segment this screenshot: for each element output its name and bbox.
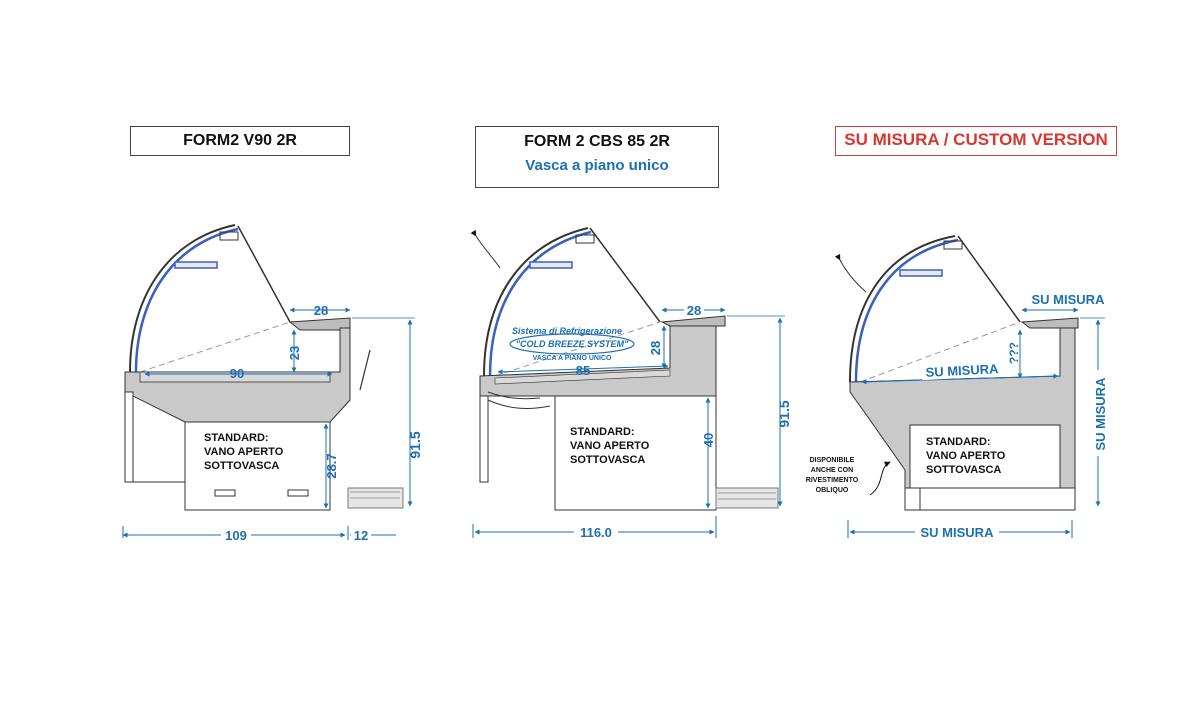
dim-p1-depth: 23 [287, 346, 302, 360]
dim-p3-top: SU MISURA [1032, 292, 1106, 307]
title-box-form2-v90: FORM2 V90 2R [130, 126, 350, 156]
dim-p3-depth: ??? [1007, 342, 1021, 364]
p1-note-line1: STANDARD: [204, 432, 269, 444]
dim-p2-width: 116.0 [580, 525, 612, 540]
p3-side-line2: ANCHE CON [811, 467, 853, 474]
dim-p2-leg: 40 [701, 433, 716, 447]
title-box-form2-cbs85: FORM 2 CBS 85 2R Vasca a piano unico [475, 126, 719, 188]
dim-p3-width: SU MISURA [921, 525, 995, 540]
dim-p3-height: SU MISURA [1093, 377, 1108, 451]
panel-2-cabinet [470, 227, 779, 511]
panel-3-side-note: DISPONIBILE ANCHE CON RIVESTIMENTO OBLIQ… [806, 457, 891, 496]
dim-p1-extra: 12 [354, 528, 368, 543]
panel-2-note: STANDARD: VANO APERTO SOTTOVASCA [570, 426, 650, 466]
p3-side-line3: RIVESTIMENTO [806, 477, 859, 484]
system-line3: VASCA A PIANO UNICO [533, 355, 612, 362]
dim-p2-top: 28 [687, 303, 701, 318]
panel-3-cabinet [834, 235, 1079, 511]
panel-1-glass [129, 224, 236, 373]
panel-2-glass-edge [488, 230, 592, 377]
p1-note-line3: SOTTOVASCA [204, 460, 279, 472]
panel-2-dimensions: 28 85 28 40 91.5 116.0 [472, 302, 792, 540]
title-form2-v90: FORM2 V90 2R [183, 132, 297, 149]
panel-3-note: STANDARD: VANO APERTO SOTTOVASCA [926, 436, 1006, 476]
panel-1-dimensions: 28 90 23 28.7 91.5 109 12 [122, 303, 423, 543]
dim-p1-width: 109 [225, 528, 247, 543]
system-line2: "COLD BREEZE SYSTEM" [516, 339, 629, 349]
title-box-custom: SU MISURA / CUSTOM VERSION [835, 126, 1117, 156]
title-custom: SU MISURA / CUSTOM VERSION [844, 130, 1108, 149]
p3-side-line4: OBLIQUO [816, 487, 849, 494]
p2-note-line2: VANO APERTO [570, 440, 650, 452]
panel-1-glass-edge [134, 227, 239, 373]
dim-p1-top: 28 [314, 303, 328, 318]
dim-p1-height: 91.5 [407, 431, 423, 458]
p3-note-line3: SOTTOVASCA [926, 464, 1001, 476]
subtitle-form2-cbs85: Vasca a piano unico [525, 157, 669, 174]
dim-p2-tank: 85 [576, 363, 590, 378]
dim-p1-leg: 28.7 [324, 453, 339, 478]
p2-note-line3: SOTTOVASCA [570, 454, 645, 466]
panel-1-note: STANDARD: VANO APERTO SOTTOVASCA [204, 432, 284, 472]
panel-3-dimensions: SU MISURA SU MISURA ??? SU MISURA SU MIS… [847, 292, 1108, 540]
p1-note-line2: VANO APERTO [204, 446, 284, 458]
cold-breeze-label: Sistema di Refrigerazione "COLD BREEZE S… [509, 326, 635, 362]
p3-side-line1: DISPONIBILE [810, 457, 855, 464]
dim-p2-depth: 28 [648, 341, 663, 355]
p3-note-line2: VANO APERTO [926, 450, 1006, 462]
dim-p1-tank: 90 [230, 366, 244, 381]
system-line1: Sistema di Refrigerazione [512, 326, 622, 336]
dim-p3-tank: SU MISURA [925, 361, 999, 380]
dim-p2-height: 91.5 [776, 400, 792, 427]
title-form2-cbs85: FORM 2 CBS 85 2R [524, 133, 670, 150]
p3-note-line1: STANDARD: [926, 436, 991, 448]
panel-3-glass-edge [854, 238, 959, 383]
p2-note-line1: STANDARD: [570, 426, 635, 438]
